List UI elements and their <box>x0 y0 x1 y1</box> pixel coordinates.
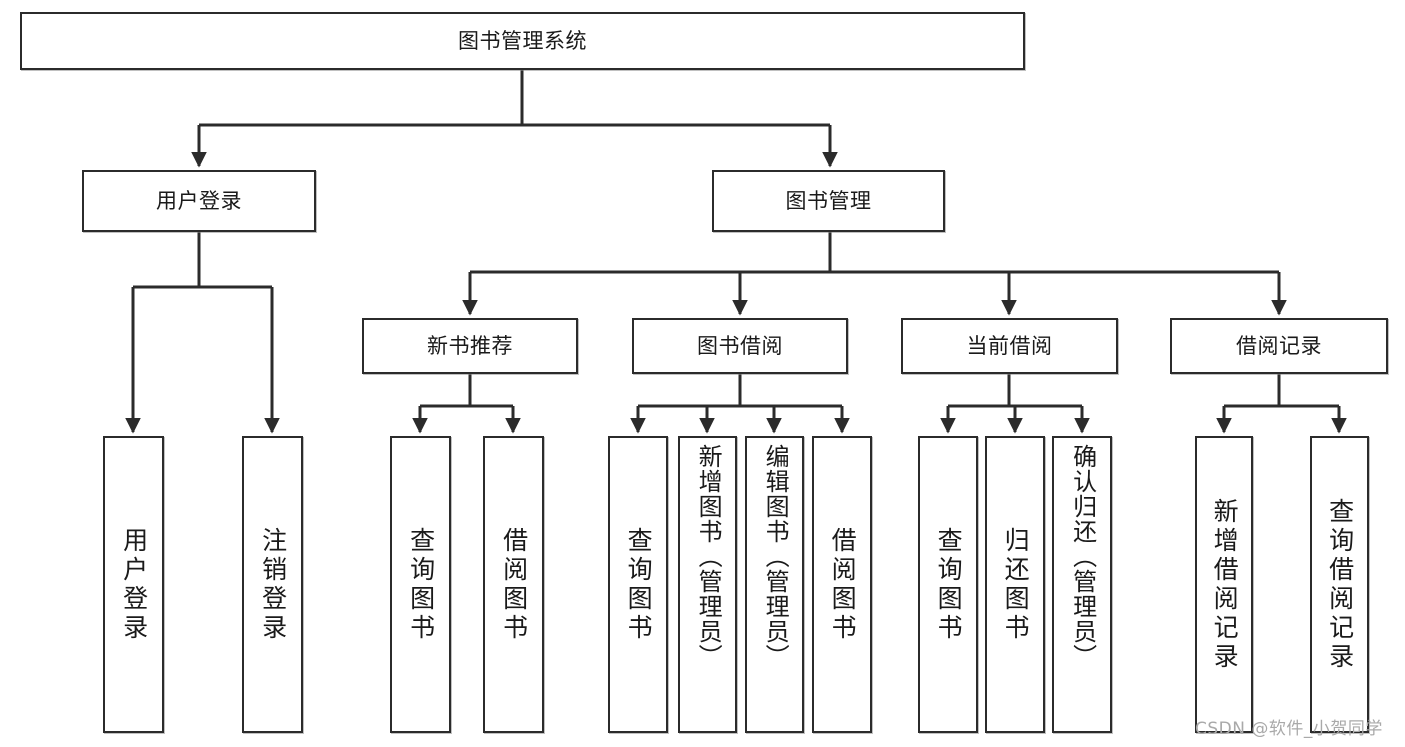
node-user-login-label: 用户登录 <box>156 188 242 213</box>
node-leaf-query-borrow-record-label: 查询借阅记录 <box>1325 497 1355 672</box>
node-leaf-query-book-borrow[interactable]: 查询图书 <box>608 436 668 733</box>
node-leaf-query-book-current-label: 查询图书 <box>934 526 964 643</box>
node-new-book-recommend[interactable]: 新书推荐 <box>362 318 578 374</box>
node-leaf-borrow-book-label: 借阅图书 <box>828 526 858 643</box>
node-leaf-query-book-recommend[interactable]: 查询图书 <box>390 436 451 733</box>
node-leaf-query-book-current[interactable]: 查询图书 <box>918 436 978 733</box>
node-leaf-edit-book-admin-label: 编辑图书（管理员） <box>761 444 790 669</box>
node-borrow-record[interactable]: 借阅记录 <box>1170 318 1388 374</box>
node-leaf-borrow-book-recommend-label: 借阅图书 <box>499 526 529 643</box>
node-leaf-confirm-return-admin[interactable]: 确认归还（管理员） <box>1052 436 1112 733</box>
node-leaf-user-logout[interactable]: 注销登录 <box>242 436 303 733</box>
node-new-book-recommend-label: 新书推荐 <box>427 333 513 358</box>
node-book-management[interactable]: 图书管理 <box>712 170 945 232</box>
node-leaf-query-book-recommend-label: 查询图书 <box>406 526 436 643</box>
node-leaf-query-borrow-record[interactable]: 查询借阅记录 <box>1310 436 1369 733</box>
node-leaf-add-borrow-record-label: 新增借阅记录 <box>1210 497 1240 672</box>
node-leaf-return-book[interactable]: 归还图书 <box>985 436 1045 733</box>
node-book-borrow-label: 图书借阅 <box>697 333 783 358</box>
node-leaf-add-book-admin[interactable]: 新增图书（管理员） <box>678 436 737 733</box>
node-leaf-edit-book-admin[interactable]: 编辑图书（管理员） <box>745 436 804 733</box>
node-borrow-record-label: 借阅记录 <box>1236 333 1322 358</box>
node-leaf-query-book-borrow-label: 查询图书 <box>624 526 654 643</box>
node-current-borrow[interactable]: 当前借阅 <box>901 318 1118 374</box>
node-leaf-add-book-admin-label: 新增图书（管理员） <box>694 444 723 669</box>
node-root-label: 图书管理系统 <box>458 28 587 53</box>
node-leaf-user-login-label: 用户登录 <box>119 526 149 643</box>
node-user-login[interactable]: 用户登录 <box>82 170 316 232</box>
node-leaf-user-logout-label: 注销登录 <box>258 526 288 643</box>
node-root[interactable]: 图书管理系统 <box>20 12 1025 70</box>
node-leaf-borrow-book[interactable]: 借阅图书 <box>812 436 872 733</box>
node-leaf-return-book-label: 归还图书 <box>1001 526 1031 643</box>
node-book-management-label: 图书管理 <box>785 188 872 213</box>
node-leaf-confirm-return-admin-label: 确认归还（管理员） <box>1068 444 1097 669</box>
node-leaf-add-borrow-record[interactable]: 新增借阅记录 <box>1195 436 1253 733</box>
node-leaf-user-login[interactable]: 用户登录 <box>103 436 164 733</box>
node-current-borrow-label: 当前借阅 <box>966 333 1053 358</box>
node-leaf-borrow-book-recommend[interactable]: 借阅图书 <box>483 436 544 733</box>
node-book-borrow[interactable]: 图书借阅 <box>632 318 848 374</box>
